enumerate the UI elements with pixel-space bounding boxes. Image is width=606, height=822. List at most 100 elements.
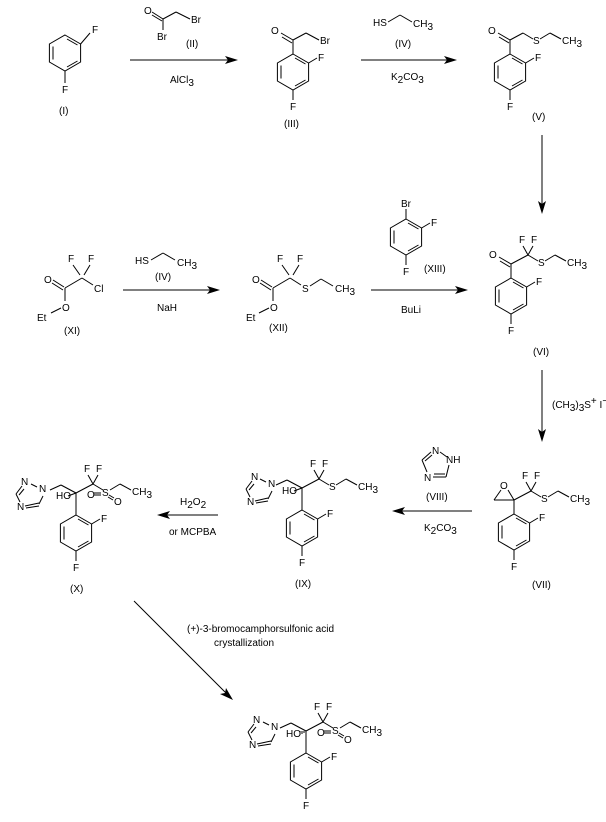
- reagent-label-step6-above: (VIII): [426, 492, 448, 503]
- atom-label: HO: [286, 729, 301, 740]
- atom-label: Et: [246, 313, 256, 324]
- reagent-label-step3-below: NaH: [157, 303, 177, 314]
- compound-label-III: (III): [284, 119, 299, 130]
- atom-label: S: [538, 258, 545, 269]
- reaction-arrow-step2: HS CH3 (IV) K2CO3: [361, 14, 457, 86]
- atom-label: F: [73, 563, 79, 574]
- atom-label: S: [332, 726, 339, 737]
- atom-label: F: [299, 558, 305, 569]
- compound-label-XII: (XII): [269, 323, 288, 334]
- atom-label: F: [531, 235, 537, 246]
- compound-XIII: Br F F (XIII): [389, 199, 446, 278]
- atom-label: F: [96, 464, 102, 475]
- atom-label: N: [247, 497, 254, 508]
- atom-label: F: [534, 471, 540, 482]
- reagent-label-step4-below: BuLi: [401, 305, 421, 316]
- atom-label: CH3: [570, 494, 590, 508]
- compound-XI: F F O Cl O Et (XI): [37, 254, 103, 337]
- atom-label: F: [326, 702, 332, 713]
- atom-label: CH3: [335, 284, 355, 298]
- atom-label: Br: [157, 32, 168, 43]
- atom-label: O: [500, 481, 508, 492]
- reagent-label-step7-above: H2O2: [180, 497, 207, 511]
- reagent-label-step3-above: (IV): [155, 272, 171, 283]
- atom-label: F: [84, 464, 90, 475]
- reaction-arrow-step1: O Br Br (II) AlCl3: [130, 6, 238, 89]
- atom-label: Br: [191, 15, 202, 26]
- atom-label: F: [277, 254, 283, 265]
- compound-IX: HO N N N F F S CH3 F F (IX): [245, 459, 378, 590]
- reaction-arrow-step5: (CH3)3S+ I−: [538, 370, 606, 442]
- reagent-label-step5: (CH3)3S+ I−: [552, 396, 606, 414]
- reagent-label-step6-below: K2CO3: [424, 523, 457, 537]
- compound-label-XI: (XI): [64, 326, 80, 337]
- atom-label: F: [539, 513, 545, 524]
- atom-label: S: [541, 494, 548, 505]
- compound-III: O Br F F (III): [271, 26, 331, 130]
- atom-label: F: [535, 53, 541, 64]
- atom-label: CH3: [358, 482, 378, 496]
- atom-label: F: [290, 102, 296, 113]
- atom-label: F: [536, 277, 542, 288]
- atom-label: N: [253, 715, 260, 726]
- compound-label-VI: (VI): [533, 347, 549, 358]
- atom-label: CH3: [567, 258, 587, 272]
- atom-label: O: [114, 497, 122, 508]
- reaction-arrow-step3: HS CH3 (IV) NaH: [123, 252, 220, 314]
- atom-label: HS: [373, 18, 387, 29]
- atom-label: N: [251, 472, 258, 483]
- reaction-arrow-V-to-VI: [538, 135, 546, 214]
- atom-label: CH3: [132, 487, 152, 501]
- atom-label: F: [62, 85, 68, 96]
- atom-label: F: [322, 459, 328, 470]
- atom-label: F: [68, 254, 74, 265]
- atom-label: F: [327, 509, 333, 520]
- reaction-arrow-step6: N NH N (VIII) K2CO3: [392, 446, 472, 537]
- atom-label: O: [489, 250, 497, 261]
- atom-label: N: [249, 740, 256, 751]
- atom-label: NH: [446, 455, 460, 466]
- atom-label: HO: [282, 486, 297, 497]
- atom-label: O: [144, 6, 152, 17]
- atom-label: F: [519, 235, 525, 246]
- compound-label-I: (I): [59, 106, 68, 117]
- compound-VIII: N NH N (VIII): [421, 446, 460, 503]
- compound-label-X: (X): [70, 584, 83, 595]
- atom-label: N: [268, 479, 275, 490]
- compound-XII: F F O S CH3 O Et (XII): [246, 254, 355, 334]
- atom-label: O: [87, 490, 95, 501]
- reagent-label-step7-below: or MCPBA: [169, 527, 217, 538]
- compound-VII: O F F S CH3 F F (VII): [493, 471, 590, 591]
- compound-VI: F F O S CH3 F F (VI): [489, 235, 587, 358]
- reagent-label-step2-below: K2CO3: [391, 72, 424, 86]
- atom-label: N: [271, 722, 278, 733]
- atom-label: S: [102, 488, 109, 499]
- atom-label: HO: [56, 491, 71, 502]
- compound-label-V: (V): [532, 112, 545, 123]
- atom-label: F: [318, 53, 324, 64]
- atom-label: O: [488, 26, 496, 37]
- atom-label: HS: [135, 256, 149, 267]
- atom-label: N: [424, 473, 431, 484]
- atom-label: CH3: [362, 725, 382, 739]
- atom-label: F: [88, 254, 94, 265]
- atom-label: F: [507, 102, 513, 113]
- atom-label: O: [317, 728, 325, 739]
- atom-label: F: [522, 471, 528, 482]
- atom-label: CH3: [562, 36, 582, 50]
- atom-label: F: [431, 218, 437, 229]
- atom-label: N: [39, 484, 46, 495]
- atom-label: S: [329, 482, 336, 493]
- atom-label: F: [310, 459, 316, 470]
- reagent-label-step1-below: AlCl3: [170, 75, 194, 89]
- atom-label: F: [508, 326, 514, 337]
- compound-V: O S CH3 F F (V): [488, 26, 582, 123]
- atom-label: CH3: [413, 19, 433, 33]
- reagent-label-step4-above: (XIII): [424, 264, 446, 275]
- reaction-arrow-step7: H2O2 or MCPBA: [157, 497, 218, 538]
- atom-label: F: [314, 702, 320, 713]
- atom-label: S: [302, 284, 309, 295]
- atom-label: F: [297, 254, 303, 265]
- reaction-arrow-step4: Br F F (XIII) BuLi: [371, 199, 468, 316]
